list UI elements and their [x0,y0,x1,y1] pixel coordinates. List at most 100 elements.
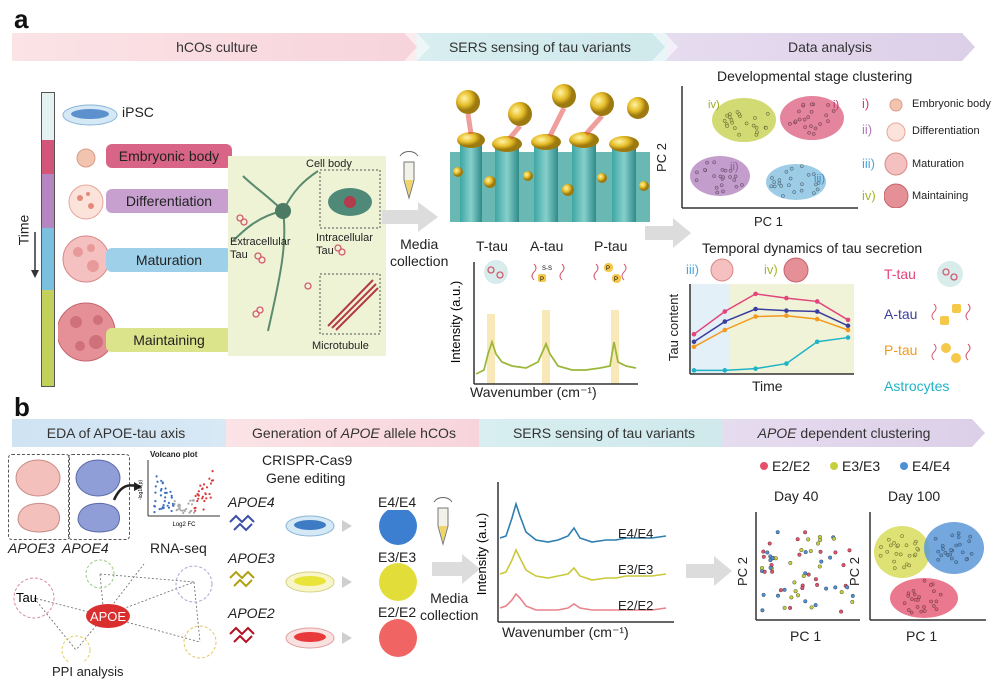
cluster-iii-tag: iii) [814,173,825,185]
svg-text:P: P [606,266,610,272]
cluster-dot [714,185,719,190]
brain-label-apoe4: APOE4 [62,540,109,556]
cell-body-box [319,169,381,229]
volcano-dot [193,511,196,514]
day100-dot [967,539,971,544]
neuron-label-extracellular: Extracellular Tau [230,236,291,261]
volcano-dot [164,487,167,490]
volcano-dot [159,489,162,492]
volcano-dot [162,506,165,510]
stage-pill-maintaining: Maintaining [106,328,232,352]
day40-dot [770,569,775,574]
cluster-dot [720,168,725,172]
tau-type-t: T-tau [476,238,508,254]
pca-a-xlabel: PC 1 [754,214,783,229]
day100-dot [969,552,974,556]
time-bar-ipsc [41,92,55,142]
volcano-dot [165,491,168,494]
crispr-label: CRISPR-Cas9 [262,452,353,468]
temporal-stage-iii: iii) [686,262,699,277]
cluster-dot [744,121,749,126]
day100-dot [932,604,936,608]
cluster-dot [754,126,759,130]
volcano-dot [202,508,205,511]
day100-dot [913,552,918,557]
volcano-dot [199,484,202,487]
day40-dot [761,592,766,597]
allele-name-apoe3: APOE3 [228,550,275,566]
cluster-dot [712,160,717,165]
temporal-point-p-tau-4 [814,316,820,322]
temporal-series [691,291,851,373]
panel-b-letter: b [14,392,30,422]
stage-pill-embryonic-body: Embryonic body [106,144,232,168]
volcano-xlabel: Log2 FC [172,522,196,528]
brain-label-apoe3: APOE3 [8,540,55,556]
volcano-dot [155,475,158,478]
day40-dot [767,541,772,546]
day40-dot [817,535,822,540]
volcano-dot [156,480,159,483]
neuron-background [228,156,386,356]
temporal-point-astrocytes-4 [814,339,820,345]
cluster-dot [733,174,738,179]
e2-organoid-icon [379,619,417,657]
temporal-point-a-tau-3 [784,308,789,313]
cluster-dot [788,122,792,126]
spectrum-a-trace [475,339,637,375]
day40-dot [789,595,794,600]
day40-points [759,530,855,614]
cluster-dot [799,188,804,193]
spectrum-b-trace-e4 [499,501,667,543]
volcano-dot [203,499,206,503]
volcano-dot [179,509,182,512]
day100-dot [941,547,945,551]
day100-dot [956,531,961,536]
legend-label-differentiation: Differentiation [912,125,980,137]
volcano-points [153,470,215,515]
day100-dot [909,610,914,615]
day100-dot [907,608,911,612]
cluster-dot [815,187,820,192]
temporal-line-p-tau [693,314,849,348]
temporal-point-p-tau-3 [784,313,789,319]
banner-a-hcos: hCOs culture [176,39,258,55]
cluster-i-tag: i) [833,99,839,111]
day100-dot [933,536,938,541]
cluster-dot [806,115,810,119]
volcano-dot [185,507,188,511]
cluster-points [694,102,836,198]
volcano-ylabel: -log10(p) [138,480,144,500]
cluster-iv-ellipse [712,98,776,142]
apoe3-brain-box [8,454,70,540]
day100-dot [919,609,924,614]
cluster-dot [740,183,744,187]
volcano-dot [173,500,176,503]
ppi-cluster-tau [13,577,55,619]
cluster-dot [723,168,728,173]
cluster-i-ellipse [780,96,844,140]
day100-dot [954,543,958,548]
stage-icons [58,104,118,362]
cluster-dot [718,174,723,179]
time-label: Time [15,214,32,246]
day40-dot [778,588,783,593]
volcano-dot [191,499,194,502]
cluster-dot [725,124,729,128]
cluster-dot [802,117,807,122]
volcano-dot [183,509,186,512]
ppi-cluster-4 [61,635,91,662]
panel-a-letter: a [14,4,29,34]
day100-dot [898,552,903,557]
day100-dot [912,592,917,597]
day100-dot [896,543,900,548]
day100-dot [958,542,962,547]
cluster-dot [764,126,768,130]
day100-dot [943,551,948,555]
genotype-legend: E2/E2 E3/E3 E4/E4 [760,458,990,476]
pca-day100-ylabel: PC 2 [846,557,862,586]
day100-e2-ellipse [890,578,958,618]
legend-label-embryonic: Embryonic body [912,98,991,110]
apoe2-protein-icon [229,626,255,644]
temporal-title: Temporal dynamics of tau secretion [702,240,923,256]
